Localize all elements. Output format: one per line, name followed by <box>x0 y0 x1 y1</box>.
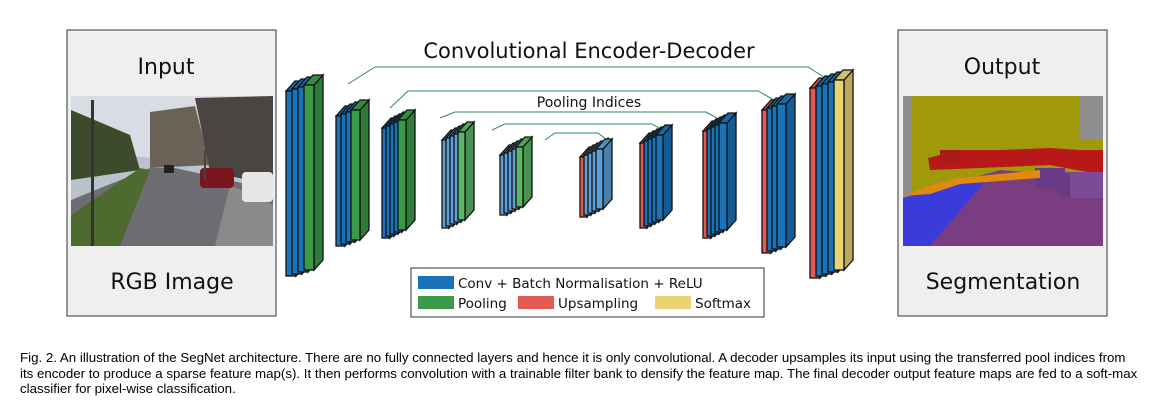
softmax-layer <box>832 68 855 272</box>
legend-label-pooling: Pooling <box>458 296 507 312</box>
layer-block-2 <box>334 98 371 248</box>
layer-block-4 <box>440 120 476 230</box>
legend-item-upsampling: Upsampling <box>518 296 638 312</box>
output-label: Output <box>964 55 1041 80</box>
pooling-layer <box>302 73 325 272</box>
conv-layer <box>654 123 674 222</box>
legend-swatch-conv <box>418 276 454 289</box>
legend-item-pooling: Pooling <box>418 296 507 312</box>
layer-block-9 <box>760 92 797 255</box>
pooling-layer <box>456 120 476 222</box>
legend-swatch-upsampling <box>518 296 554 309</box>
legend-item-softmax: Softmax <box>655 296 751 312</box>
rgb-street-image <box>71 96 273 246</box>
layer-block-8 <box>701 111 738 240</box>
skip-arrow-5 <box>544 132 612 144</box>
figure-title: Convolutional Encoder-Decoder <box>423 39 755 63</box>
legend-label-upsampling: Upsampling <box>558 296 638 312</box>
conv-layer <box>717 111 738 232</box>
skip-arrow-3 <box>439 111 729 125</box>
layer-block-3 <box>380 108 417 240</box>
rgb-image-label: RGB Image <box>110 270 233 295</box>
segmentation-label: Segmentation <box>926 270 1081 295</box>
layer-block-7 <box>638 123 674 230</box>
pooling-layer <box>396 108 417 232</box>
pooling-layer <box>349 98 371 242</box>
layer-block-1 <box>284 73 325 278</box>
legend-swatch-softmax <box>655 296 691 309</box>
figure-caption: Fig. 2. An illustration of the SegNet ar… <box>20 350 1138 396</box>
layer-block-10 <box>808 68 855 280</box>
layer-block-5 <box>498 135 534 217</box>
conv-layer <box>775 92 797 249</box>
legend-label-conv: Conv + Batch Normalisation + ReLU <box>458 276 703 292</box>
conv-layer <box>594 137 614 211</box>
output-panel: Output Segmentation <box>897 29 1108 317</box>
layer-block-6 <box>578 137 614 219</box>
segmentation-map-image <box>903 96 1103 246</box>
legend-swatch-pooling <box>418 296 454 309</box>
segnet-architecture-figure: Input RGB Image Output Segmentation <box>66 29 1108 318</box>
skip-arrow-2 <box>389 90 784 109</box>
input-label: Input <box>138 55 195 80</box>
legend-label-softmax: Softmax <box>695 296 751 312</box>
input-panel: Input RGB Image <box>66 29 277 317</box>
network-layers <box>284 68 855 280</box>
skip-arrow-1 <box>347 66 839 87</box>
pooling-layer <box>514 135 534 209</box>
pooling-indices-label: Pooling Indices <box>537 95 641 111</box>
legend: Conv + Batch Normalisation + ReLU Poolin… <box>410 267 765 318</box>
legend-item-conv: Conv + Batch Normalisation + ReLU <box>418 276 703 292</box>
